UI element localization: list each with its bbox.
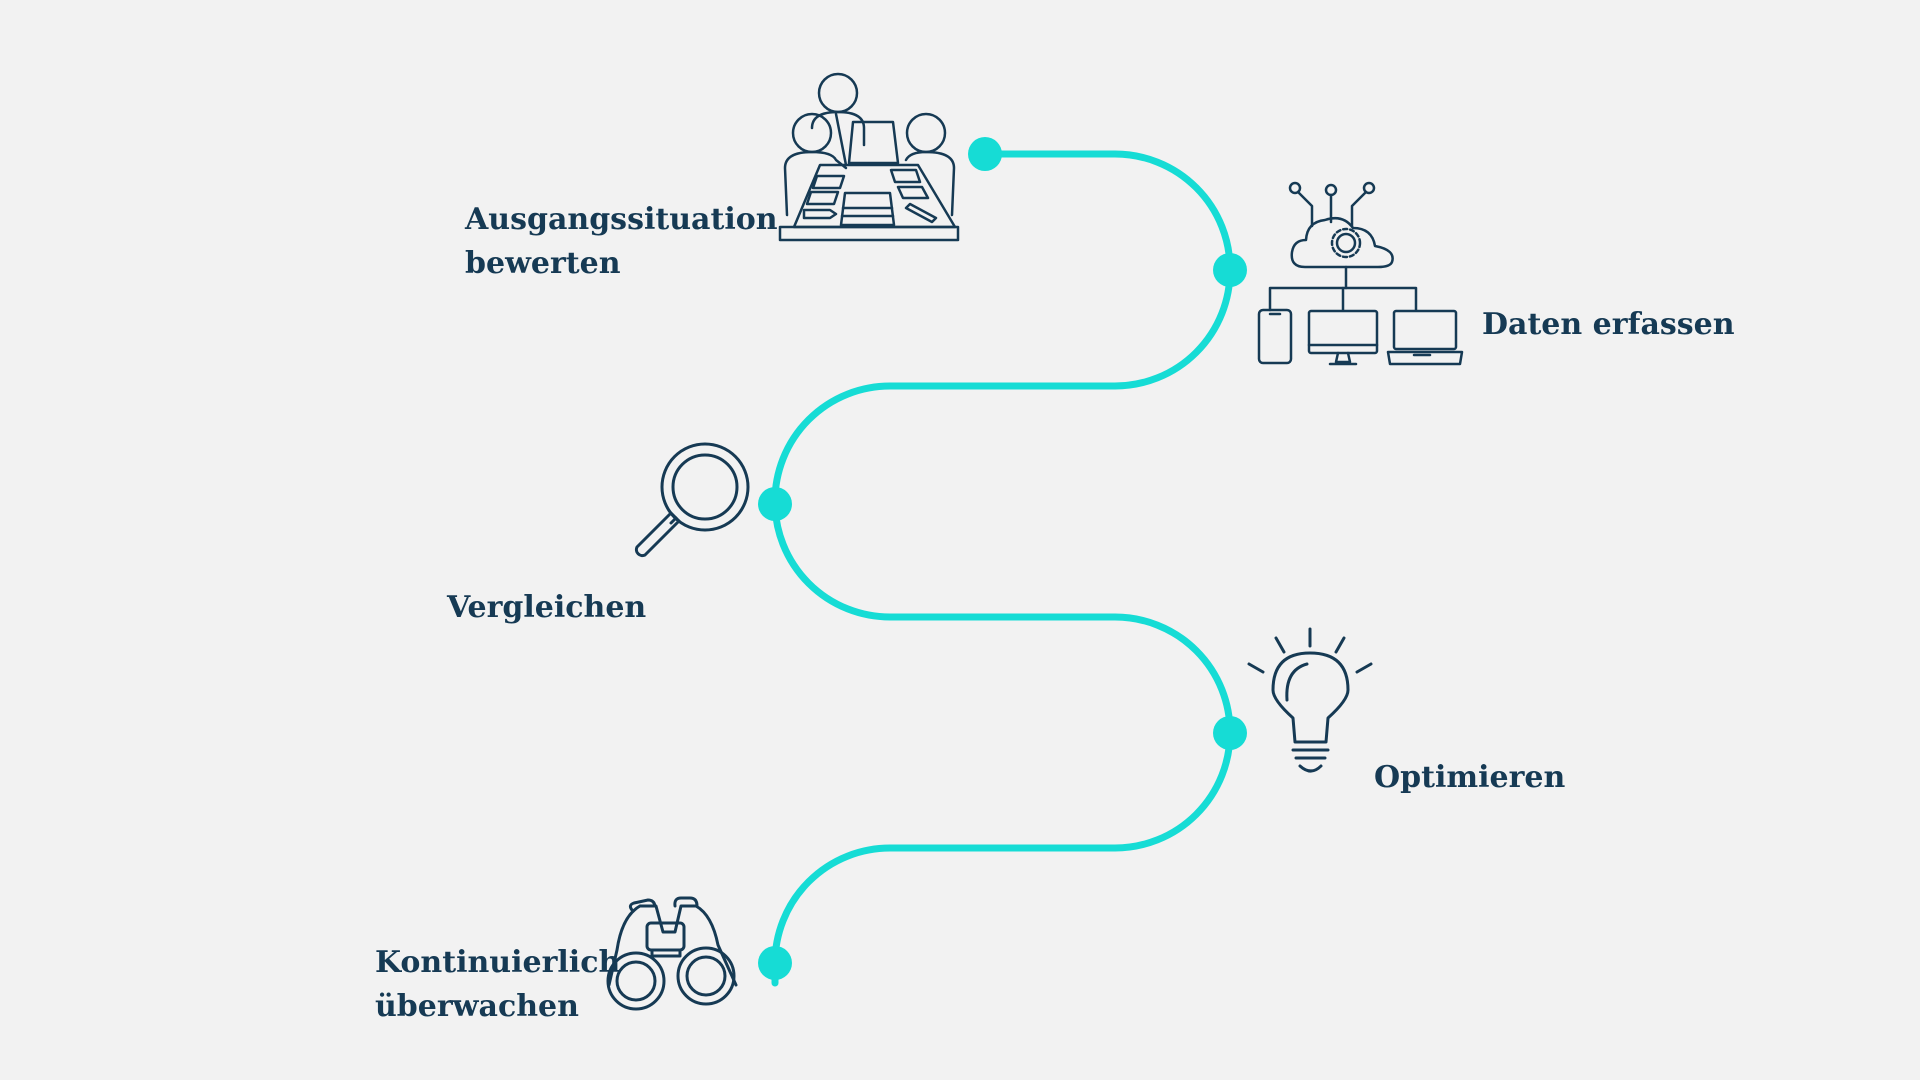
process-path [771,150,1234,987]
step-label-4: Optimieren [1374,756,1565,800]
step-label-1: Ausgangssituation bewerten [465,198,778,286]
binoculars-icon [606,896,738,1011]
step-label-3-line-1: Vergleichen [447,590,647,625]
team-meeting-icon [778,72,960,242]
step-label-4-line-1: Optimieren [1374,760,1566,795]
cloud-devices-icon [1257,181,1464,366]
lightbulb-icon [1247,627,1373,773]
step-label-3: Vergleichen [447,586,646,630]
step-label-1-line-1: Ausgangssituation [465,202,778,237]
step-label-1-line-2: bewerten [465,246,621,281]
step-marker-2 [1213,253,1247,287]
step-label-2-line-1: Daten erfassen [1482,307,1735,342]
step-label-5-line-2: überwachen [375,989,579,1024]
step-marker-3 [758,487,792,521]
step-label-5: Kontinuierlich überwachen [375,941,620,1029]
step-label-5-line-1: Kontinuierlich [375,945,621,980]
step-marker-1 [968,137,1002,171]
step-marker-4 [1213,716,1247,750]
step-marker-5 [758,946,792,980]
magnifier-icon [634,442,750,558]
step-label-2: Daten erfassen [1482,303,1735,347]
